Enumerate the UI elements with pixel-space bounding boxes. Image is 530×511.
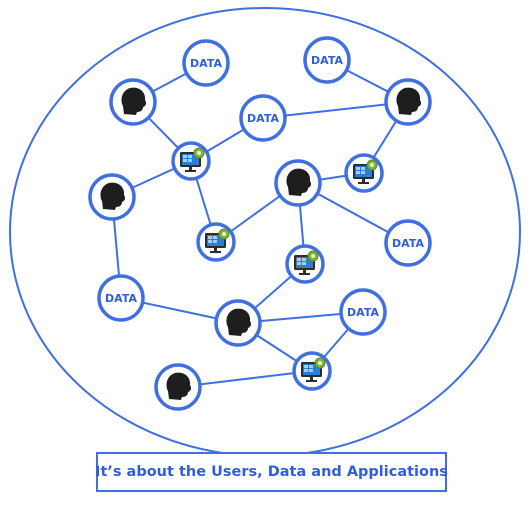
data-node-label: DATA bbox=[347, 306, 379, 319]
data-node-label: DATA bbox=[311, 54, 343, 67]
user-node bbox=[214, 299, 262, 347]
user-node bbox=[88, 173, 136, 221]
application-node bbox=[171, 141, 211, 181]
caption-text: It’s about the Users, Data and Applicati… bbox=[95, 464, 448, 480]
connection-line bbox=[262, 101, 409, 119]
data-node: DATA bbox=[303, 36, 351, 84]
user-node bbox=[384, 78, 432, 126]
outer-ellipse bbox=[9, 7, 521, 457]
application-node bbox=[285, 244, 325, 284]
data-node: DATA bbox=[239, 94, 287, 142]
data-node-label: DATA bbox=[105, 292, 137, 305]
caption-box: It’s about the Users, Data and Applicati… bbox=[95, 452, 448, 492]
application-node bbox=[196, 222, 236, 262]
data-node: DATA bbox=[97, 274, 145, 322]
data-node-label: DATA bbox=[190, 57, 222, 70]
data-node: DATA bbox=[339, 288, 387, 336]
user-node bbox=[109, 78, 157, 126]
user-node bbox=[154, 363, 202, 411]
data-node-label: DATA bbox=[392, 237, 424, 250]
data-node: DATA bbox=[182, 39, 230, 87]
data-node: DATA bbox=[384, 219, 432, 267]
data-node-label: DATA bbox=[247, 112, 279, 125]
application-node bbox=[344, 153, 384, 193]
application-node bbox=[292, 351, 332, 391]
user-node bbox=[274, 159, 322, 207]
